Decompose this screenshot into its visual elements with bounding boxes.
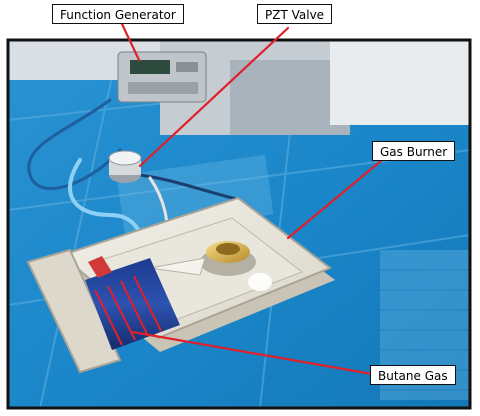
label-gas-burner: Gas Burner [372,141,456,161]
butane-gas-canister [85,256,180,350]
leader-line-gas-burner [286,158,384,240]
label-pzt-valve: PZT Valve [257,4,333,24]
leader-lines [120,22,384,376]
label-butane-gas: Butane Gas [370,365,456,385]
photo-border [6,38,472,410]
leader-line-function-generator [120,22,141,62]
label-function-generator: Function Generator [52,4,184,24]
function-generator-device [117,51,207,103]
pzt-valve-device [108,150,142,183]
leader-line-butane-gas [130,330,374,376]
leader-line-pzt-valve [138,26,290,168]
